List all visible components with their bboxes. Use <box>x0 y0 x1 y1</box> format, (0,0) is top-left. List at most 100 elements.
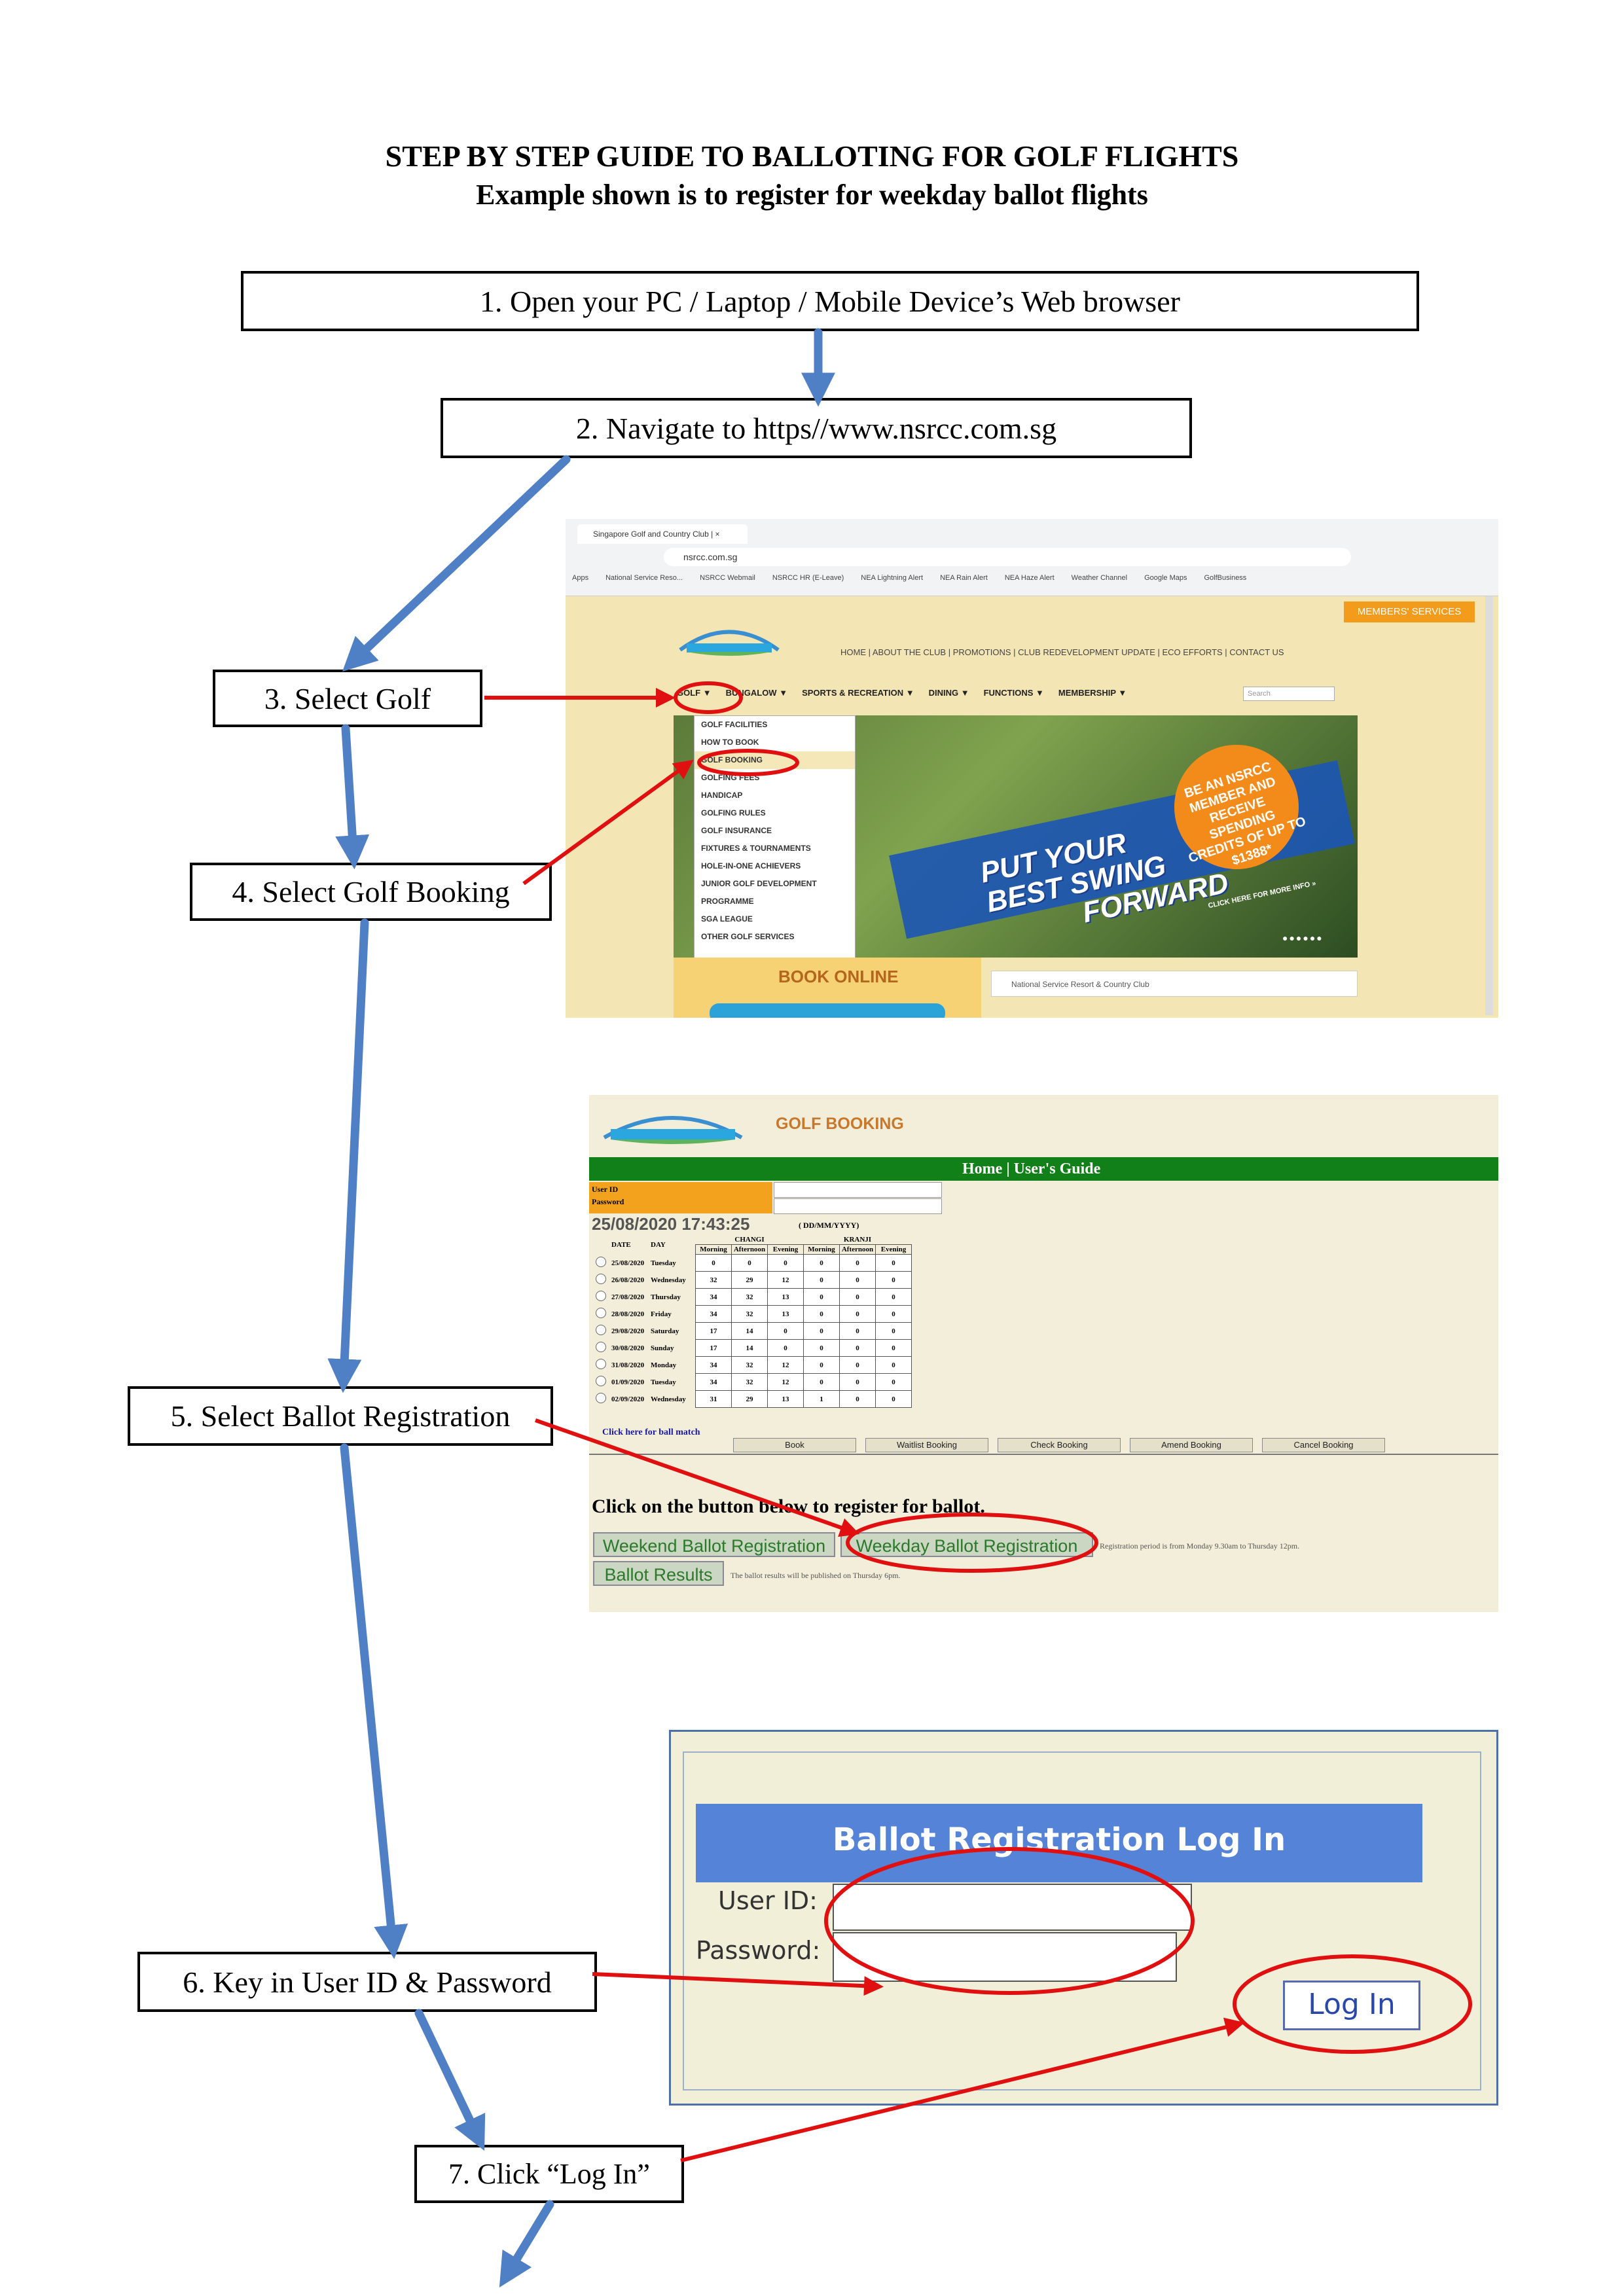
dropdown-item[interactable]: HANDICAP <box>701 791 743 800</box>
radio-button[interactable] <box>596 1308 606 1318</box>
password-input[interactable] <box>774 1198 942 1214</box>
weekend-ballot-button[interactable]: Weekend Ballot Registration <box>593 1532 835 1557</box>
row-count: 32 <box>731 1288 768 1306</box>
radio-button[interactable] <box>596 1257 606 1267</box>
top-nav[interactable]: HOME | ABOUT THE CLUB | PROMOTIONS | CLU… <box>840 647 1284 657</box>
radio-button[interactable] <box>596 1291 606 1301</box>
row-count: 0 <box>803 1305 840 1323</box>
golf-booking-title: GOLF BOOKING <box>776 1115 904 1133</box>
menu-membership[interactable]: MEMBERSHIP ▼ <box>1058 688 1127 698</box>
row-count: 0 <box>695 1254 732 1272</box>
menu-functions[interactable]: FUNCTIONS ▼ <box>983 688 1044 698</box>
dropdown-item[interactable]: GOLFING FEES <box>701 773 760 782</box>
row-radio[interactable] <box>592 1373 610 1391</box>
radio-button[interactable] <box>596 1274 606 1284</box>
dropdown-item[interactable]: JUNIOR GOLF DEVELOPMENT <box>701 879 817 888</box>
log-in-button[interactable]: Log In <box>1283 1981 1420 2030</box>
bookmark-item[interactable]: Apps <box>572 574 589 582</box>
row-count: 32 <box>731 1373 768 1391</box>
menu-dining[interactable]: DINING ▼ <box>928 688 969 698</box>
main-menu: GOLF ▼ BUNGALOW ▼ SPORTS & RECREATION ▼ DIN… <box>677 688 1141 698</box>
row-radio[interactable] <box>592 1322 610 1340</box>
row-count: 0 <box>875 1356 912 1374</box>
row-radio[interactable] <box>592 1254 610 1272</box>
row-count: 0 <box>803 1356 840 1374</box>
row-radio[interactable] <box>592 1271 610 1289</box>
dropdown-item[interactable]: OTHER GOLF SERVICES <box>701 932 795 941</box>
step-7-box: 7. Click “Log In” <box>414 2145 684 2203</box>
cancel-booking-button[interactable]: Cancel Booking <box>1262 1438 1385 1452</box>
results-note: The ballot results will be published on … <box>731 1571 901 1580</box>
menu-golf[interactable]: GOLF ▼ <box>677 688 712 698</box>
members-services-button[interactable]: MEMBERS' SERVICES <box>1344 601 1475 622</box>
bookmark-item[interactable]: National Service Reso... <box>605 574 683 582</box>
user-id-label: User ID <box>592 1185 619 1194</box>
amend-booking-button[interactable]: Amend Booking <box>1130 1438 1253 1452</box>
dropdown-item[interactable]: FIXTURES & TOURNAMENTS <box>701 844 811 853</box>
row-count: 0 <box>839 1339 876 1357</box>
book-online-title: BOOK ONLINE <box>778 967 899 986</box>
page-subtitle: Example shown is to register for weekday… <box>476 179 1148 211</box>
bookmark-item[interactable]: GolfBusiness <box>1204 574 1247 582</box>
row-count: 32 <box>731 1305 768 1323</box>
radio-button[interactable] <box>596 1393 606 1403</box>
row-count: 0 <box>875 1305 912 1323</box>
row-day: Monday <box>649 1356 696 1374</box>
book-tee-time-button[interactable] <box>710 1003 945 1018</box>
col-sub: Afternoon <box>731 1244 768 1255</box>
row-date: 31/08/2020 <box>610 1356 649 1374</box>
menu-bungalow[interactable]: BUNGALOW ▼ <box>725 688 788 698</box>
login-labels: User ID Password <box>589 1182 772 1213</box>
weekday-ballot-button[interactable]: Weekday Ballot Registration <box>840 1532 1093 1557</box>
bookmark-item[interactable]: NEA Lightning Alert <box>861 574 924 582</box>
row-date: 26/08/2020 <box>610 1271 649 1289</box>
green-nav-bar: Home | User's Guide <box>589 1157 1498 1181</box>
row-day: Wednesday <box>649 1390 696 1408</box>
row-radio[interactable] <box>592 1356 610 1374</box>
book-button[interactable]: Book <box>733 1438 856 1452</box>
registration-note: Registration period is from Monday 9.30a… <box>1100 1541 1300 1551</box>
dropdown-item[interactable]: GOLFING RULES <box>701 808 766 817</box>
row-radio[interactable] <box>592 1390 610 1408</box>
row-count: 31 <box>695 1390 732 1408</box>
dropdown-item[interactable]: GOLF INSURANCE <box>701 826 772 835</box>
row-radio[interactable] <box>592 1288 610 1306</box>
radio-button[interactable] <box>596 1376 606 1386</box>
waitlist-booking-button[interactable]: Waitlist Booking <box>865 1438 988 1452</box>
bookmark-item[interactable]: NEA Rain Alert <box>940 574 988 582</box>
user-id-input[interactable] <box>774 1182 942 1198</box>
password-field[interactable] <box>833 1932 1177 1982</box>
scrollbar[interactable] <box>1485 596 1493 1015</box>
bookmark-item[interactable]: Weather Channel <box>1071 574 1128 582</box>
radio-button[interactable] <box>596 1325 606 1335</box>
browser-tab[interactable]: Singapore Golf and Country Club | × <box>577 524 748 544</box>
dropdown-item[interactable]: SGA LEAGUE <box>701 914 753 924</box>
step-2-box: 2. Navigate to https//www.nsrcc.com.sg <box>441 398 1192 458</box>
ballot-results-button[interactable]: Ballot Results <box>593 1561 724 1586</box>
check-booking-button[interactable]: Check Booking <box>998 1438 1121 1452</box>
carousel-dots[interactable]: ●●●●●● <box>1282 933 1324 943</box>
dropdown-item[interactable]: GOLF FACILITIES <box>701 720 768 729</box>
user-id-field[interactable] <box>833 1884 1192 1931</box>
dropdown-item[interactable]: HOW TO BOOK <box>701 738 759 747</box>
row-radio[interactable] <box>592 1305 610 1323</box>
radio-button[interactable] <box>596 1359 606 1369</box>
home-guide-links[interactable]: Home | User's Guide <box>962 1160 1101 1177</box>
radio-button[interactable] <box>596 1342 606 1352</box>
menu-sports[interactable]: SPORTS & RECREATION ▼ <box>802 688 914 698</box>
row-count: 34 <box>695 1288 732 1306</box>
ball-match-link[interactable]: Click here for ball match <box>602 1427 700 1437</box>
row-count: 13 <box>767 1390 804 1408</box>
address-bar[interactable]: nsrcc.com.sg <box>664 548 1351 566</box>
bookmark-item[interactable]: NSRCC Webmail <box>700 574 755 582</box>
dropdown-item-golf-booking[interactable]: GOLF BOOKING <box>695 751 855 769</box>
bookmark-item[interactable]: NEA Haze Alert <box>1004 574 1055 582</box>
search-input[interactable]: Search <box>1243 687 1335 701</box>
row-count: 0 <box>767 1322 804 1340</box>
bookmark-item[interactable]: NSRCC HR (E-Leave) <box>772 574 844 582</box>
dropdown-item[interactable]: PROGRAMME <box>701 897 754 906</box>
row-radio[interactable] <box>592 1339 610 1357</box>
dropdown-item[interactable]: HOLE-IN-ONE ACHIEVERS <box>701 861 801 870</box>
bookmark-item[interactable]: Google Maps <box>1144 574 1187 582</box>
